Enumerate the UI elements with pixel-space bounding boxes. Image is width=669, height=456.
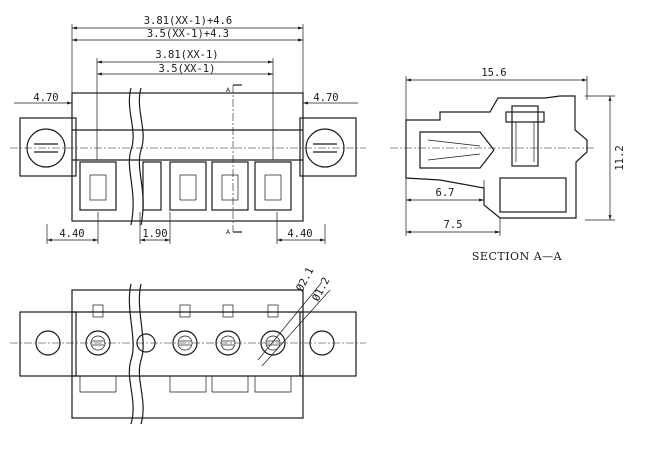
section-marker-bottom: A bbox=[226, 229, 231, 236]
contact-cavity bbox=[499, 177, 567, 213]
overall-length-381-label: 3.81(XX-1)+4.6 bbox=[144, 15, 233, 27]
top-break-line-right bbox=[138, 283, 144, 425]
hole-dia-2-label: Ø1.2 bbox=[310, 275, 332, 303]
bottom-pitch-label: 1.90 bbox=[142, 228, 167, 240]
section-depth-inner-label: 6.7 bbox=[436, 187, 455, 199]
top-view: Ø2.1 Ø1.2 bbox=[10, 265, 366, 425]
section-depth-outer-label: 7.5 bbox=[444, 219, 463, 231]
flange-left-label: 4.70 bbox=[33, 92, 58, 104]
screw-head bbox=[505, 111, 545, 123]
section-marker-top: A bbox=[226, 87, 231, 94]
housing-outline bbox=[71, 92, 304, 222]
section-caption: SECTION A—A bbox=[472, 250, 563, 263]
section-width-label: 15.6 bbox=[481, 67, 506, 79]
hole-dia-1-label: Ø2.1 bbox=[294, 265, 316, 293]
pitch-span-381-label: 3.81(XX-1) bbox=[155, 49, 218, 61]
pitch-span-dimension: 3.81(XX-1) 3.5(XX-1) bbox=[96, 49, 274, 160]
wire-entry-openings bbox=[79, 161, 292, 211]
section-height-label: 11.2 bbox=[614, 145, 626, 170]
bottom-right-label: 4.40 bbox=[287, 228, 312, 240]
flange-dimensions: 4.70 4.70 bbox=[14, 92, 358, 105]
top-break-line-left bbox=[128, 283, 134, 425]
bottom-dimensions: 4.40 1.90 4.40 bbox=[46, 212, 326, 244]
screw-cavity bbox=[511, 105, 539, 167]
overall-length-35-label: 3.5(XX-1)+4.3 bbox=[147, 28, 229, 40]
wire-clamp bbox=[427, 139, 481, 161]
wire-entry-tabs bbox=[79, 376, 292, 393]
break-line-left bbox=[128, 87, 134, 226]
hole-diameter-callout: Ø2.1 Ø1.2 bbox=[257, 265, 333, 367]
front-view: 3.81(XX-1)+4.6 3.5(XX-1)+4.3 3.81(XX-1) … bbox=[10, 15, 366, 244]
overall-length-dimension: 3.81(XX-1)+4.6 3.5(XX-1)+4.3 bbox=[71, 15, 304, 95]
top-housing-outline bbox=[71, 289, 304, 419]
left-flange bbox=[19, 117, 77, 177]
top-right-flange bbox=[299, 311, 357, 377]
right-flange bbox=[299, 117, 357, 177]
pitch-span-35-label: 3.5(XX-1) bbox=[159, 63, 216, 75]
section-view: 15.6 11.2 6.7 7.5 SECTION A—A bbox=[390, 67, 626, 263]
bottom-left-label: 4.40 bbox=[59, 228, 84, 240]
top-left-flange bbox=[19, 311, 77, 377]
flange-right-label: 4.70 bbox=[313, 92, 338, 104]
wire-entry-cavity bbox=[419, 131, 495, 169]
section-cut-line: A A bbox=[226, 84, 242, 236]
